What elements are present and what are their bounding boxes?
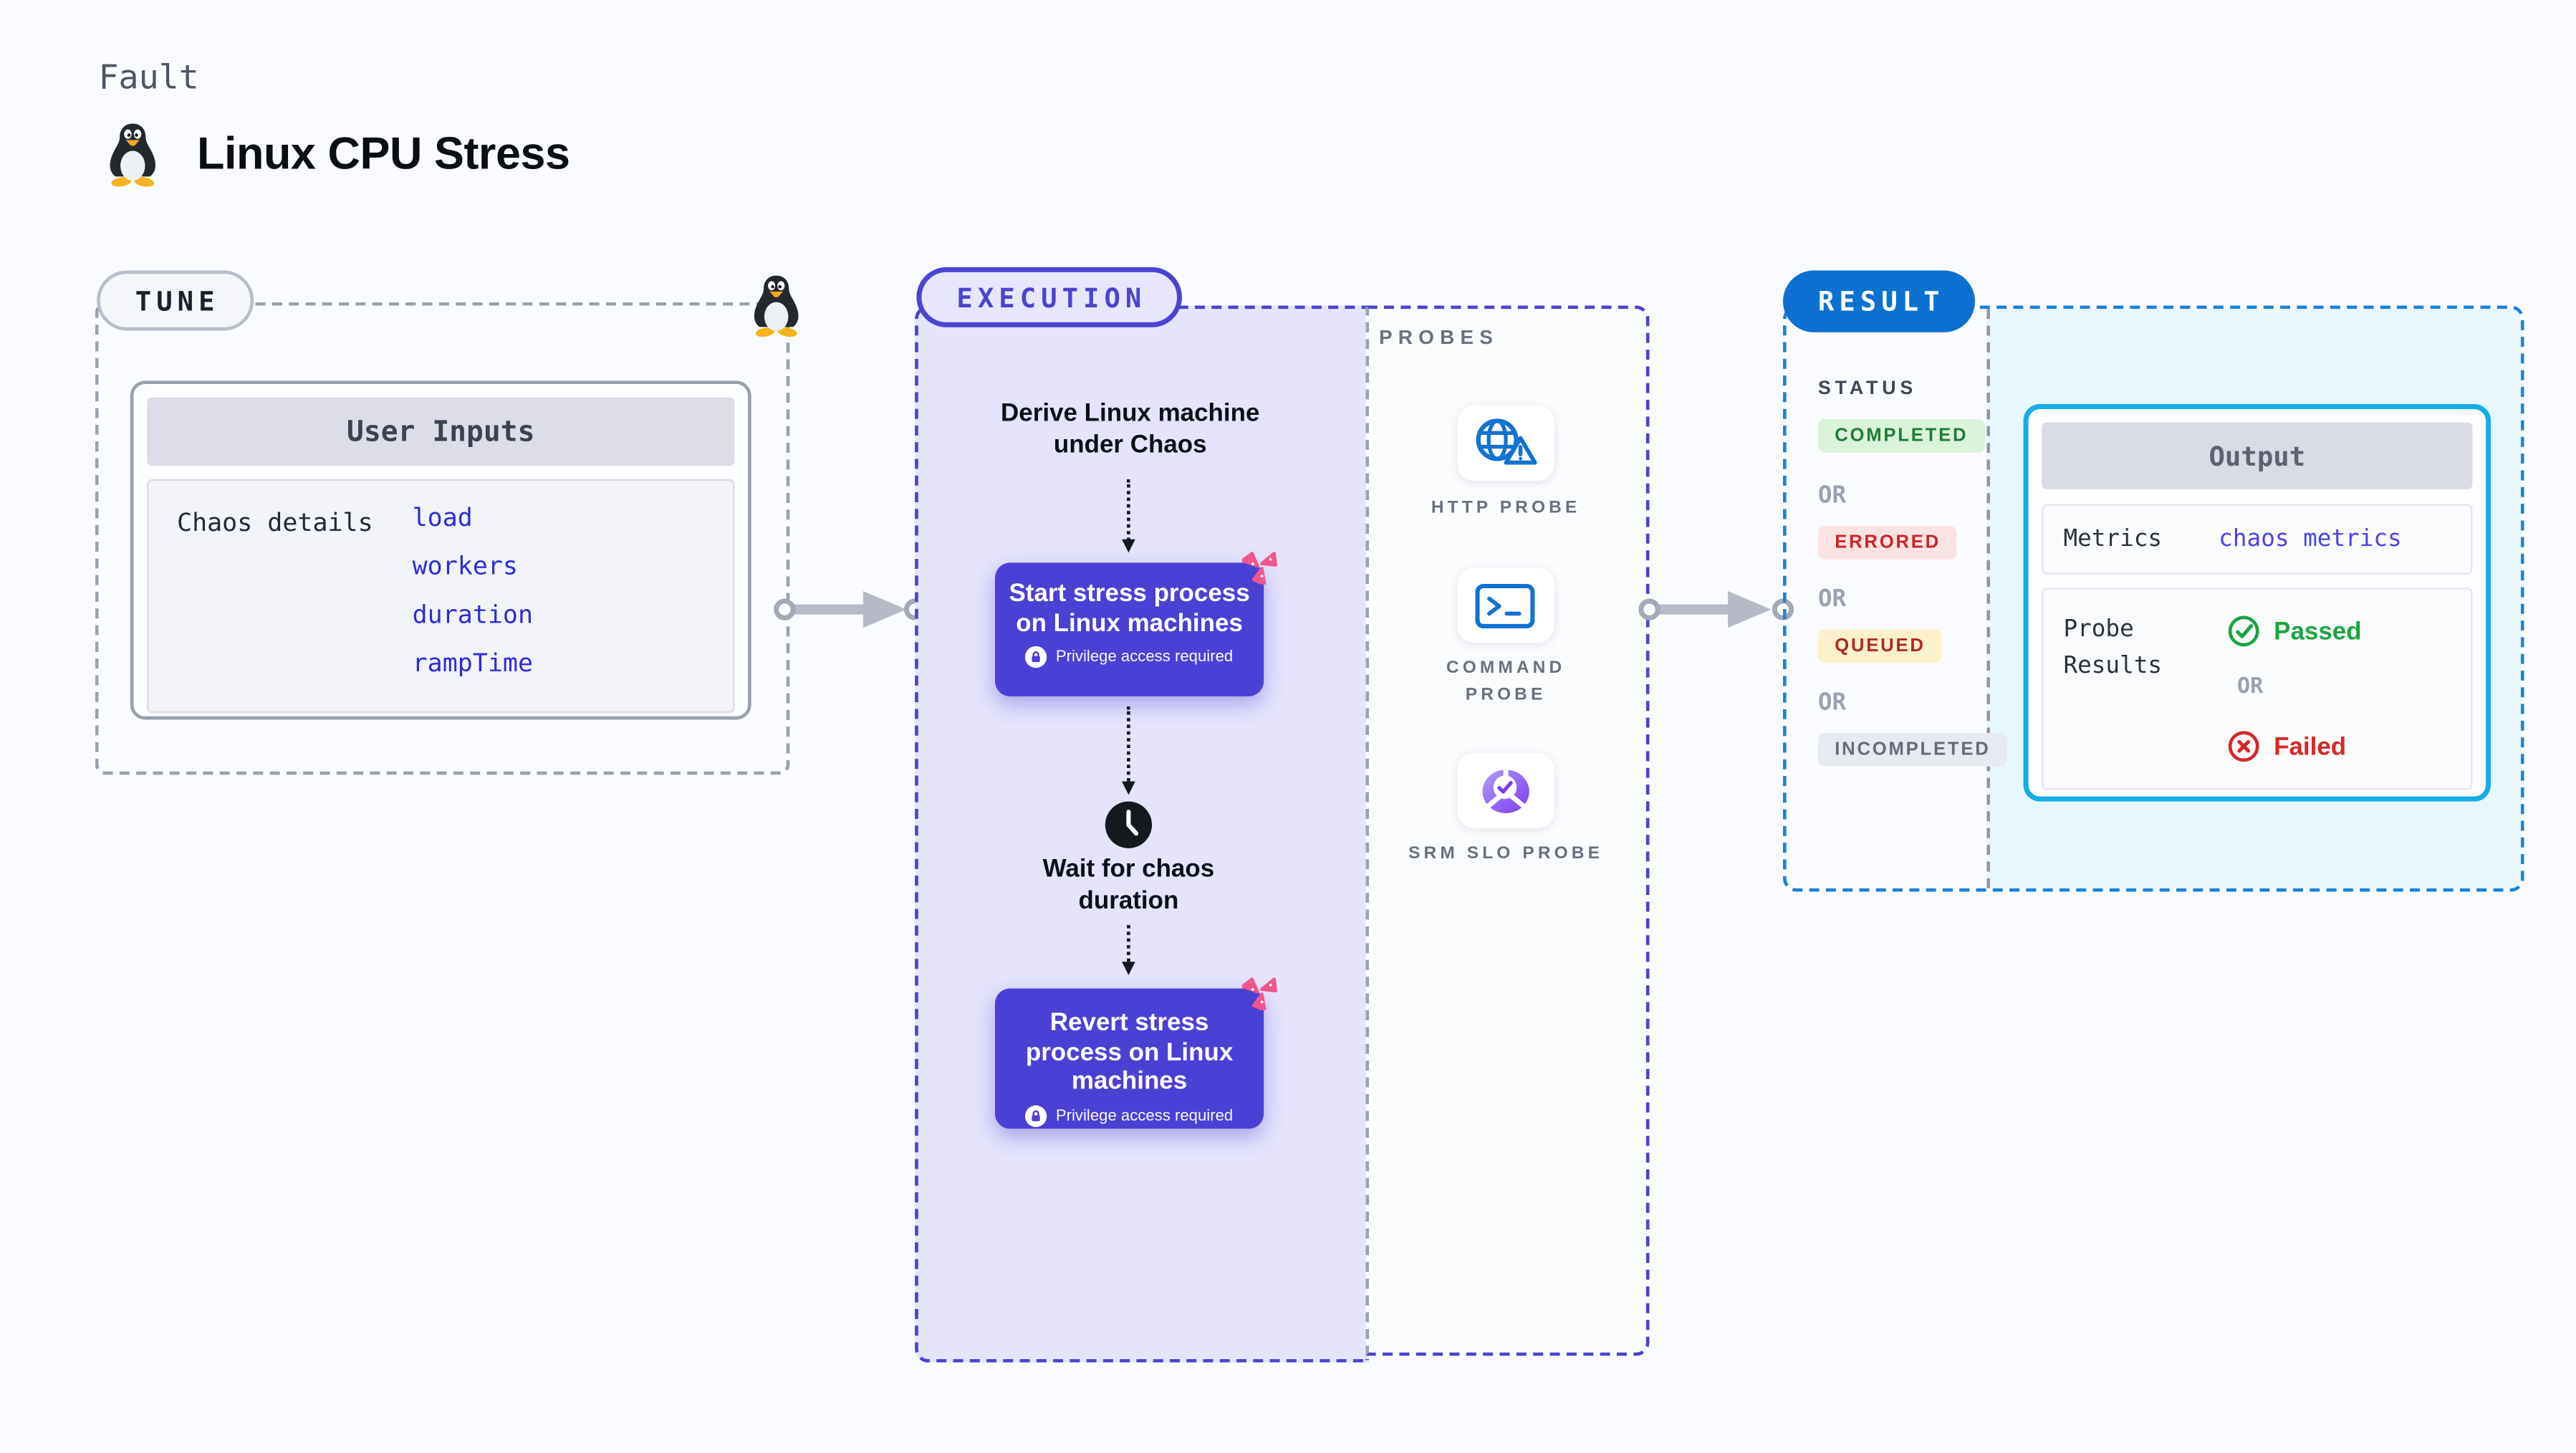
command-probe-card bbox=[1457, 567, 1554, 643]
chaos-metrics-link[interactable]: chaos metrics bbox=[2219, 526, 2402, 553]
failed-label: Failed bbox=[2274, 732, 2347, 761]
execution-pill: EXECUTION bbox=[916, 267, 1182, 327]
globe-alert-icon bbox=[1476, 418, 1537, 465]
status-badge-queued: QUEUED bbox=[1817, 629, 1942, 663]
or-separator: OR bbox=[1817, 482, 1847, 509]
metrics-label: Metrics bbox=[2063, 526, 2163, 553]
output-header: Output bbox=[2042, 422, 2473, 489]
privilege-note: Privilege access required bbox=[1055, 648, 1234, 667]
wait-step-label: Wait for chaos duration bbox=[1042, 855, 1215, 915]
user-inputs-body: Chaos details load workers duration ramp… bbox=[147, 479, 735, 714]
metrics-row: Metrics chaos metrics bbox=[2042, 504, 2473, 575]
start-stress-title: Start stress process on Linux machines bbox=[1009, 579, 1250, 638]
privilege-row: Privilege access required bbox=[995, 1105, 1264, 1128]
chaos-details-label: Chaos details bbox=[177, 507, 373, 538]
command-probe-label: COMMAND PROBE bbox=[1446, 658, 1566, 704]
derive-step-label: Derive Linux machine under Chaos bbox=[1001, 398, 1260, 459]
probe-results-row: Probe Results Passed OR Failed bbox=[2042, 588, 2473, 790]
result-pill: RESULT bbox=[1782, 270, 1975, 332]
or-separator: OR bbox=[1817, 586, 1847, 613]
connector-arrow-tune-execution bbox=[774, 590, 926, 628]
clock-icon bbox=[1105, 801, 1153, 848]
privilege-row: Privilege access required bbox=[995, 646, 1264, 669]
status-badge-completed: COMPLETED bbox=[1817, 418, 1985, 453]
output-card: Output Metrics chaos metrics Probe Resul… bbox=[2023, 403, 2491, 802]
chaos-pinwheel-icon bbox=[1241, 977, 1278, 1010]
probes-heading: PROBES bbox=[1378, 325, 1499, 350]
user-inputs-card: User Inputs Chaos details load workers d… bbox=[130, 380, 751, 720]
link-workers[interactable]: workers bbox=[412, 551, 518, 582]
fault-eyebrow: Fault bbox=[98, 57, 199, 97]
tune-pill: TUNE bbox=[97, 270, 254, 331]
user-inputs-header: User Inputs bbox=[147, 397, 735, 466]
status-badge-errored: ERRORED bbox=[1817, 526, 1958, 560]
lock-icon bbox=[1025, 646, 1048, 669]
tux-penguin-icon bbox=[754, 275, 799, 337]
start-stress-step: Start stress process on Linux machines P… bbox=[994, 551, 1278, 696]
link-load[interactable]: load bbox=[412, 502, 473, 533]
status-badge-incompleted: INCOMPLETED bbox=[1817, 733, 2007, 767]
privilege-note: Privilege access required bbox=[1055, 1107, 1234, 1126]
or-separator: OR bbox=[2236, 674, 2264, 700]
connector-arrow-execution-result bbox=[1638, 590, 1794, 628]
status-heading: STATUS bbox=[1817, 379, 1918, 399]
revert-stress-step: Revert stress process on Linux machines … bbox=[994, 977, 1278, 1129]
result-section: STATUS COMPLETED OR ERRORED OR QUEUED OR… bbox=[1782, 305, 2524, 892]
tux-penguin-icon bbox=[110, 123, 155, 187]
or-separator: OR bbox=[1817, 689, 1847, 716]
srm-slo-probe-card bbox=[1457, 753, 1554, 828]
http-probe-card bbox=[1457, 406, 1554, 481]
passed-label: Passed bbox=[2274, 617, 2362, 646]
x-circle-icon bbox=[2228, 731, 2259, 762]
slo-pie-check-icon bbox=[1482, 768, 1529, 812]
probe-results-label: Probe Results bbox=[2063, 615, 2163, 679]
lock-icon bbox=[1025, 1105, 1048, 1128]
flow-arrow-down-icon bbox=[1122, 479, 1135, 553]
link-duration[interactable]: duration bbox=[412, 599, 534, 630]
http-probe-label: HTTP PROBE bbox=[1431, 497, 1581, 518]
page-title: Linux CPU Stress bbox=[196, 128, 570, 179]
check-circle-icon bbox=[2228, 615, 2259, 647]
terminal-icon bbox=[1475, 582, 1535, 628]
link-ramptime[interactable]: rampTime bbox=[412, 648, 534, 678]
tune-section bbox=[95, 302, 790, 775]
srm-slo-probe-label: SRM SLO PROBE bbox=[1408, 843, 1604, 863]
passed-indicator: Passed bbox=[2227, 615, 2362, 648]
flow-arrow-down-icon bbox=[1122, 706, 1135, 795]
flow-arrow-down-icon bbox=[1122, 925, 1135, 976]
failed-indicator: Failed bbox=[2227, 729, 2346, 763]
revert-stress-title: Revert stress process on Linux machines bbox=[1025, 1008, 1234, 1096]
chaos-pinwheel-icon bbox=[1241, 551, 1278, 585]
